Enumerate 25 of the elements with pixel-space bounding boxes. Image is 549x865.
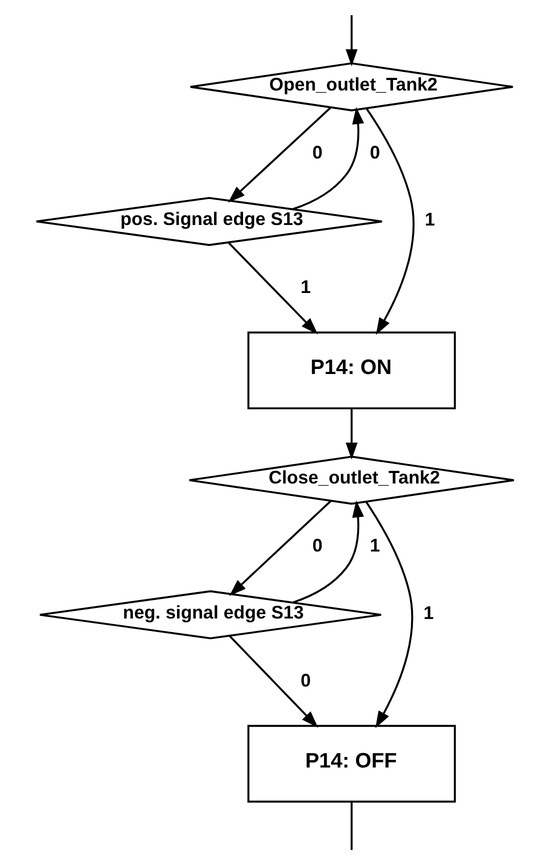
node-box: P14: OFF (246, 724, 456, 803)
arrow (365, 108, 414, 335)
arrow (345, 15, 358, 66)
edge-label: 1 (369, 534, 380, 556)
node-diamond: pos. Signal edge S13 (34, 196, 382, 246)
arrow (228, 635, 318, 728)
arrow (292, 107, 364, 210)
node-diamond: Open_outlet_Tank2 (188, 62, 514, 112)
node-diamond: Close_outlet_Tank2 (188, 456, 514, 505)
edge-label: 1 (300, 276, 310, 297)
edge-label: 1 (423, 602, 434, 623)
edge-label: 0 (300, 669, 310, 690)
arrow (228, 500, 331, 596)
arrow (345, 408, 358, 460)
edge-label: 1 (424, 208, 434, 230)
node-diamond: neg. signal edge S13 (38, 590, 382, 640)
edge-label: 0 (312, 141, 322, 162)
arrow (227, 242, 318, 334)
arrow (228, 106, 331, 203)
connector (350, 802, 352, 850)
edge-label: 0 (312, 534, 322, 556)
arrow (292, 500, 364, 604)
edge-label: 0 (369, 141, 380, 162)
node-box: P14: ON (246, 332, 456, 410)
arrow (364, 501, 413, 728)
